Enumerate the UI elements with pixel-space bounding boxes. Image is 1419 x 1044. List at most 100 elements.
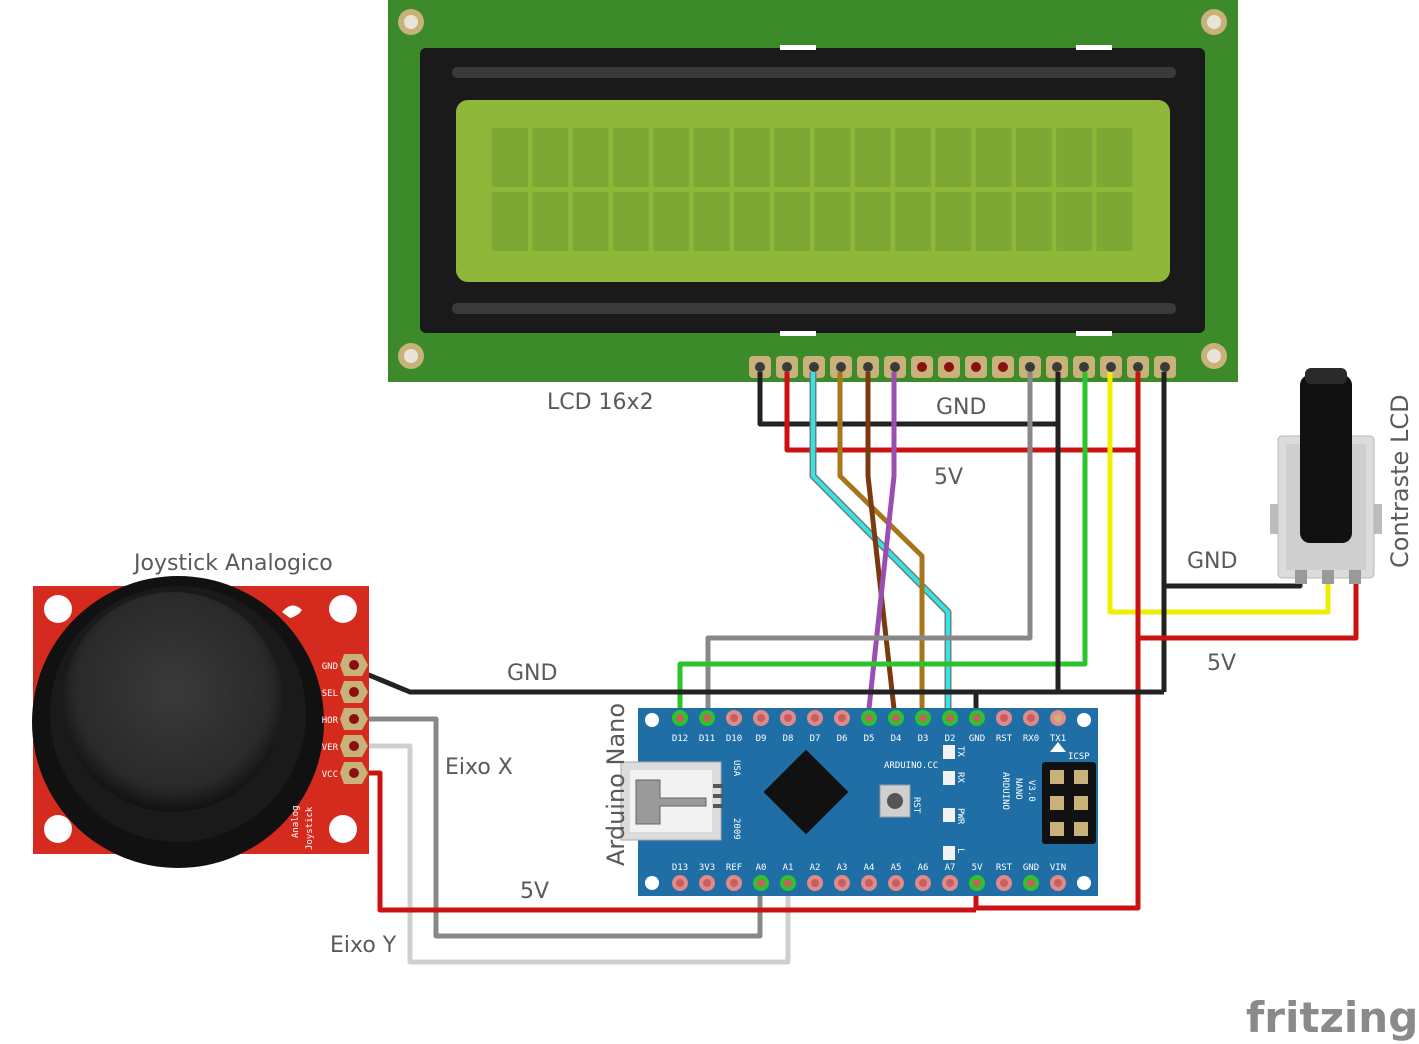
nano-bottom-pin-hole: [757, 879, 765, 887]
icsp-pin: [1074, 770, 1088, 784]
nano-bottom-pin-hole: [919, 879, 927, 887]
nano-bottom-pin-hole: [811, 879, 819, 887]
lcd-pin-hole: [782, 362, 792, 372]
lcd-cell: [1096, 192, 1133, 251]
nano-top-pin-label: D6: [837, 734, 848, 744]
nano-bottom-pin-hole: [838, 879, 846, 887]
lcd-pin-hole: [1079, 362, 1089, 372]
label-main-5v: 5V: [520, 879, 549, 904]
nano-top-pin-label: TX1: [1050, 734, 1066, 744]
nano-top-pin-hole: [703, 714, 711, 722]
lcd-pin-hole: [1160, 362, 1170, 372]
nano-bottom-pin-hole: [946, 879, 954, 887]
nano-bottom-pin-hole: [730, 879, 738, 887]
lcd-pin-hole: [917, 362, 927, 372]
label-lcd: LCD 16x2: [547, 390, 654, 415]
nano-bottom-pin-label: A0: [756, 863, 767, 873]
lcd-cell: [733, 128, 770, 187]
nano-bottom-pin-hole: [1054, 879, 1062, 887]
potentiometer: [1270, 368, 1382, 584]
nano-top-pin-label: D9: [756, 734, 767, 744]
nano-bottom-pin-hole: [892, 879, 900, 887]
label-contrast: Contraste LCD: [1386, 394, 1414, 568]
nano-top-pin-label: D3: [918, 734, 929, 744]
nano-model-2: NANO: [1013, 778, 1023, 800]
lcd-pin-hole: [1106, 362, 1116, 372]
wire-eixo-x: [352, 716, 763, 939]
nano-top-pin-hole: [811, 714, 819, 722]
nano-top-pin-hole: [973, 714, 981, 722]
lcd-pin-hole: [836, 362, 846, 372]
lcd-pin-hole: [971, 362, 981, 372]
wire-lcd-gnd: [757, 372, 1058, 427]
lcd-cell: [814, 128, 851, 187]
nano-top-pin-label: D5: [864, 734, 875, 744]
nano-top-pin-hole: [784, 714, 792, 722]
nano-bottom-pin-hole: [973, 879, 981, 887]
lcd-pin-hole: [863, 362, 873, 372]
nano-bottom-pin-label: A3: [837, 863, 848, 873]
fritzing-logo: fritzing: [1246, 993, 1418, 1042]
joystick-board-text-1: Analog: [291, 805, 301, 838]
nano-rst-text: RST: [911, 797, 921, 814]
lcd-cell: [774, 192, 811, 251]
label-pot-gnd: GND: [1187, 549, 1237, 574]
nano-top-pin-label: D11: [699, 734, 715, 744]
wire-eixo-y: [352, 743, 791, 965]
nano-top-pin-hole: [1054, 714, 1062, 722]
nano-bottom-pin-label: REF: [726, 863, 742, 873]
lcd-cell: [854, 128, 891, 187]
nano-top-pin-hole: [946, 714, 954, 722]
nano-bottom-pin-label: 5V: [972, 863, 983, 873]
joystick-pin-hole: [349, 687, 359, 697]
lcd-cell: [693, 128, 730, 187]
lcd-cell: [1056, 192, 1093, 251]
lcd-cell: [532, 192, 569, 251]
lcd-cell: [492, 128, 528, 187]
icsp-pin: [1074, 796, 1088, 810]
nano-bottom-pin-hole: [784, 879, 792, 887]
nano-site-text: ARDUINO.CC: [884, 761, 938, 771]
lcd-cell: [975, 128, 1012, 187]
nano-model-3: V3.0: [1026, 780, 1036, 802]
nano-top-pin-hole: [838, 714, 846, 722]
lcd-cell: [653, 192, 690, 251]
joystick-pin-hole: [349, 768, 359, 778]
joystick-pin-label: HOR: [322, 716, 339, 726]
nano-led-l: L: [955, 848, 965, 853]
lcd-cell: [895, 192, 931, 251]
wire-contrast: [1107, 372, 1331, 615]
lcd-cell: [572, 128, 609, 187]
lcd-cell: [895, 128, 931, 187]
nano-top-pin-hole: [919, 714, 927, 722]
wire-pot-5v: [1138, 578, 1359, 641]
icsp-header: [1050, 770, 1088, 836]
nano-top-pin-hole: [1000, 714, 1008, 722]
label-pot-5v: 5V: [1207, 651, 1236, 676]
lcd-cell: [1056, 128, 1093, 187]
lcd-cell: [975, 192, 1012, 251]
nano-top-pin-label: D7: [810, 734, 821, 744]
nano-top-pin-label: RST: [996, 734, 1013, 744]
lcd-cell: [693, 192, 730, 251]
lcd-cell: [935, 128, 972, 187]
lcd-pin-hole: [1052, 362, 1062, 372]
lcd-cell: [492, 192, 528, 251]
label-arduino: Arduino Nano: [602, 703, 630, 866]
nano-top-pin-hole: [676, 714, 684, 722]
nano-bottom-pin-label: 3V3: [699, 863, 715, 873]
label-joystick: Joystick Analogico: [132, 551, 333, 576]
nano-year-text: 2009: [731, 818, 741, 840]
lcd-pin-hole: [1133, 362, 1143, 372]
nano-model-1: ARDUINO: [1000, 772, 1010, 810]
nano-top-pin-hole: [757, 714, 765, 722]
lcd-pin-hole: [809, 362, 819, 372]
lcd-module: [388, 0, 1238, 382]
lcd-cell: [653, 128, 690, 187]
lcd-cell: [612, 128, 649, 187]
nano-icsp-text: ICSP: [1068, 752, 1090, 762]
